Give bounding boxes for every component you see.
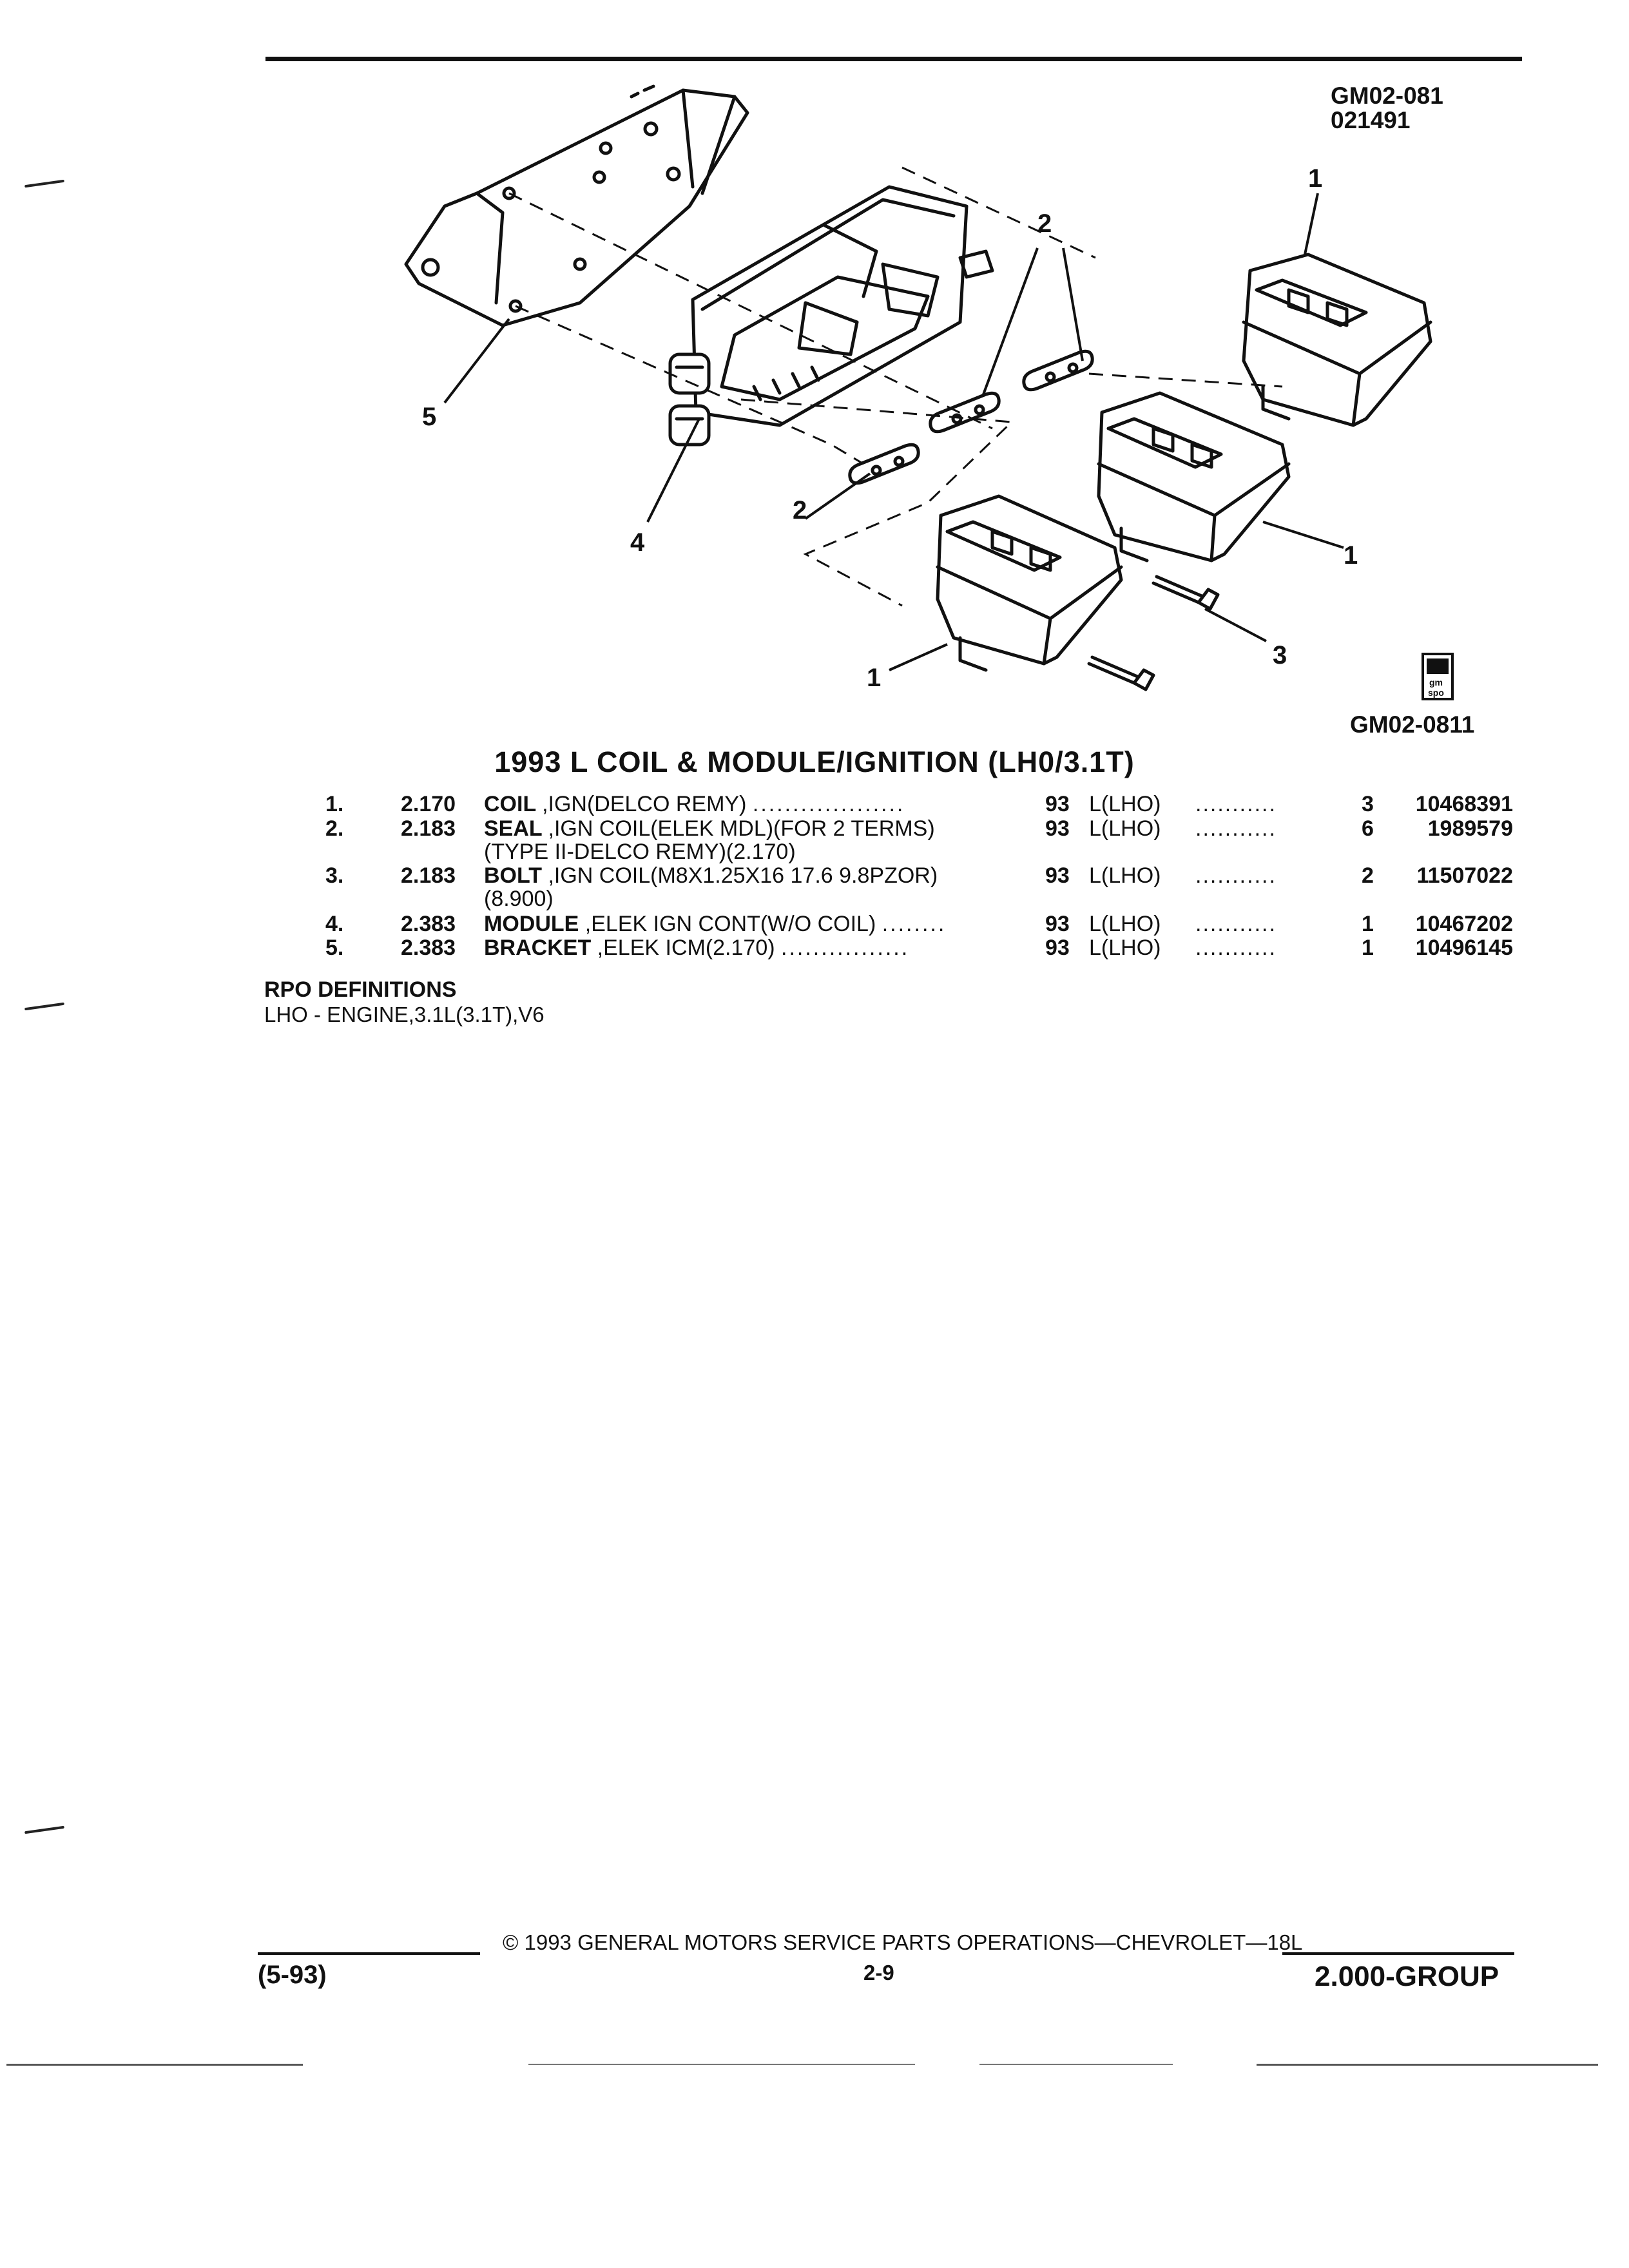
scan-edge-line: [528, 2064, 915, 2065]
part-detail-continued: (8.900): [484, 887, 554, 911]
binder-mark: [24, 1002, 64, 1011]
drawing-code: GM02-081: [1331, 82, 1443, 109]
revision-date: (5-93): [258, 1961, 327, 1989]
part-name: SEAL: [484, 816, 543, 841]
part-detail: ,IGN(DELCO REMY): [542, 792, 747, 816]
seal-drawing: [848, 349, 1094, 485]
part-number: 10468391: [1415, 792, 1513, 816]
gm-spo-logo: gm spo: [1422, 653, 1454, 700]
callout-2: 2: [793, 496, 807, 524]
part-detail: ,ELEK ICM(2.170): [597, 936, 775, 960]
group-number: 2.183: [401, 863, 456, 888]
parts-row: 1. 2.170 COIL ,IGN(DELCO REMY) .........…: [0, 792, 1629, 843]
part-detail: ,IGN COIL(ELEK MDL)(FOR 2 TERMS): [548, 816, 935, 841]
item-number: 4.: [325, 912, 344, 936]
rpo-heading: RPO DEFINITIONS: [264, 977, 457, 1002]
part-number: 11507022: [1416, 863, 1513, 888]
part-detail-continued: (TYPE II-DELCO REMY)(2.170): [484, 840, 796, 864]
callout-2: 2: [1037, 209, 1052, 238]
coil-drawing: [936, 494, 1123, 672]
group-number: 2.170: [401, 792, 456, 816]
quantity: 3: [1362, 792, 1374, 816]
copyright-line: © 1993 GENERAL MOTORS SERVICE PARTS OPER…: [503, 1930, 1303, 1954]
callout-1: 1: [1344, 541, 1358, 570]
group-number: 2.183: [401, 816, 456, 841]
group-label: 2.000-GROUP: [1315, 1961, 1499, 1992]
item-number: 1.: [325, 792, 344, 816]
coil-drawing: [1242, 253, 1432, 427]
part-description: MODULE ,ELEK IGN CONT(W/O COIL) ........: [484, 912, 946, 937]
leader-dots: ...........: [1195, 936, 1277, 960]
quantity: 6: [1362, 816, 1374, 841]
callout-3: 3: [1273, 641, 1287, 669]
part-description: COIL ,IGN(DELCO REMY) ..................…: [484, 792, 905, 817]
binder-mark: [24, 1825, 64, 1834]
part-description: BOLT ,IGN COIL(M8X1.25X16 17.6 9.8PZOR): [484, 863, 938, 889]
part-description: SEAL ,IGN COIL(ELEK MDL)(FOR 2 TERMS): [484, 816, 935, 841]
part-number: 10467202: [1415, 912, 1513, 936]
page-number: 2-9: [863, 1961, 894, 1984]
quantity: 1: [1362, 912, 1374, 936]
series: L(LHO): [1089, 912, 1161, 936]
parts-row: 5. 2.383 BRACKET ,ELEK ICM(2.170) ......…: [0, 936, 1629, 987]
leader-dots: ........: [882, 912, 947, 936]
year: 93: [1045, 816, 1070, 841]
callout-4: 4: [630, 528, 645, 557]
leader-dots: ...........: [1195, 816, 1277, 841]
leader-dots: ...................: [752, 792, 905, 816]
leader-dots: ...........: [1195, 863, 1277, 888]
leader-dots: ................: [781, 936, 910, 960]
module-drawing: [668, 185, 994, 447]
part-name: MODULE: [484, 912, 579, 936]
scan-edge-line: [979, 2064, 1173, 2065]
section-title: 1993 L COIL & MODULE/IGNITION (LH0/3.1T): [494, 745, 1135, 778]
item-number: 2.: [325, 816, 344, 841]
quantity: 2: [1362, 863, 1374, 888]
series: L(LHO): [1089, 936, 1161, 960]
part-name: COIL: [484, 792, 536, 816]
series: L(LHO): [1089, 863, 1161, 888]
year: 93: [1045, 863, 1070, 888]
year: 93: [1045, 912, 1070, 936]
callout-5: 5: [422, 403, 436, 431]
drawing-date-code: 021491: [1331, 107, 1411, 133]
part-number: 10496145: [1415, 936, 1513, 960]
footer-rule-left: [258, 1952, 480, 1955]
rpo-definition: LHO - ENGINE,3.1L(3.1T),V6: [264, 1003, 545, 1026]
parts-row: 4. 2.383 MODULE ,ELEK IGN CONT(W/O COIL)…: [0, 912, 1629, 963]
year: 93: [1045, 792, 1070, 816]
svg-text:spo: spo: [1428, 687, 1444, 698]
scan-edge-line: [6, 2064, 303, 2066]
callout-1: 1: [1308, 164, 1322, 193]
bolt-drawing: [1087, 575, 1220, 691]
coil-drawing: [1097, 391, 1291, 562]
parts-row: 2. 2.183 SEAL ,IGN COIL(ELEK MDL)(FOR 2 …: [0, 816, 1629, 868]
callout-1: 1: [867, 664, 881, 692]
top-rule: [265, 57, 1522, 61]
footer-rule-right: [1282, 1952, 1514, 1955]
part-detail: ,IGN COIL(M8X1.25X16 17.6 9.8PZOR): [548, 863, 938, 888]
bracket-drawing: [404, 84, 749, 327]
group-number: 2.383: [401, 912, 456, 936]
series: L(LHO): [1089, 816, 1161, 841]
group-number: 2.383: [401, 936, 456, 960]
svg-text:gm: gm: [1429, 677, 1443, 687]
exploded-parts-diagram: 1 1 1 2 2 3 4 5 gm spo: [404, 84, 1454, 700]
part-description: BRACKET ,ELEK ICM(2.170) ...............…: [484, 936, 909, 961]
parts-row: 3. 2.183 BOLT ,IGN COIL(M8X1.25X16 17.6 …: [0, 863, 1629, 915]
year: 93: [1045, 936, 1070, 960]
scan-edge-line: [1257, 2064, 1598, 2066]
quantity: 1: [1362, 936, 1374, 960]
part-name: BRACKET: [484, 936, 592, 960]
leader-dots: ...........: [1195, 912, 1277, 936]
item-number: 5.: [325, 936, 344, 960]
series: L(LHO): [1089, 792, 1161, 816]
item-number: 3.: [325, 863, 344, 888]
drawing-code: GM02-0811: [1350, 711, 1475, 738]
leader-dots: ...........: [1195, 792, 1277, 816]
part-number: 1989579: [1427, 816, 1513, 841]
part-name: BOLT: [484, 863, 543, 888]
part-detail: ,ELEK IGN CONT(W/O COIL): [584, 912, 876, 936]
